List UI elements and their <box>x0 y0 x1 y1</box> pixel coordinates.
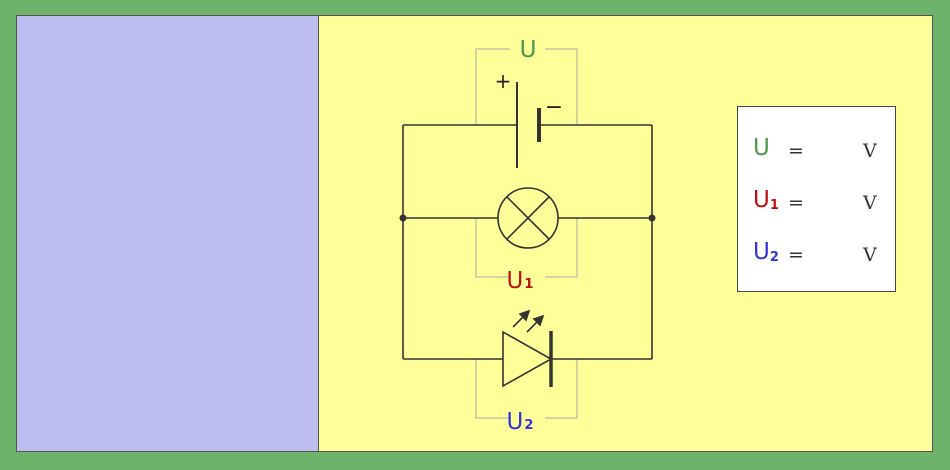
readout-row-u2: U2 = V <box>753 239 883 269</box>
label-u1: U1 <box>507 268 534 294</box>
readout-unit: V <box>863 244 877 266</box>
battery-minus-sign: − <box>545 95 563 120</box>
label-u2: U2 <box>507 409 534 435</box>
readout-equals: = <box>788 192 804 214</box>
voltmeter-bracket-u2 <box>475 359 578 419</box>
voltmeter-bracket-u <box>475 48 578 125</box>
junction-dot-left <box>399 214 407 222</box>
readout-unit: V <box>863 192 877 214</box>
readout-label-u1: U1 <box>753 187 779 213</box>
battery-symbol <box>516 82 541 168</box>
readout-unit: V <box>863 140 877 162</box>
readout-row-u: U = V <box>753 135 883 165</box>
label-u: U <box>520 37 537 63</box>
junction-dot-right <box>648 214 656 222</box>
readout-row-u1: U1 = V <box>753 187 883 217</box>
left-panel <box>16 15 319 452</box>
readout-equals: = <box>788 244 804 266</box>
voltage-readout-panel: U = V U1 = V U2 = V <box>737 106 896 292</box>
circuit-wires <box>402 124 653 360</box>
readout-label-u: U <box>753 135 770 161</box>
battery-plus-sign: + <box>495 69 512 93</box>
readout-label-u2: U2 <box>753 239 779 265</box>
led-symbol <box>502 330 553 388</box>
voltmeter-bracket-u1 <box>475 218 578 278</box>
lamp-symbol <box>497 187 559 249</box>
led-light-arrows-icon <box>512 309 545 333</box>
readout-equals: = <box>788 140 804 162</box>
